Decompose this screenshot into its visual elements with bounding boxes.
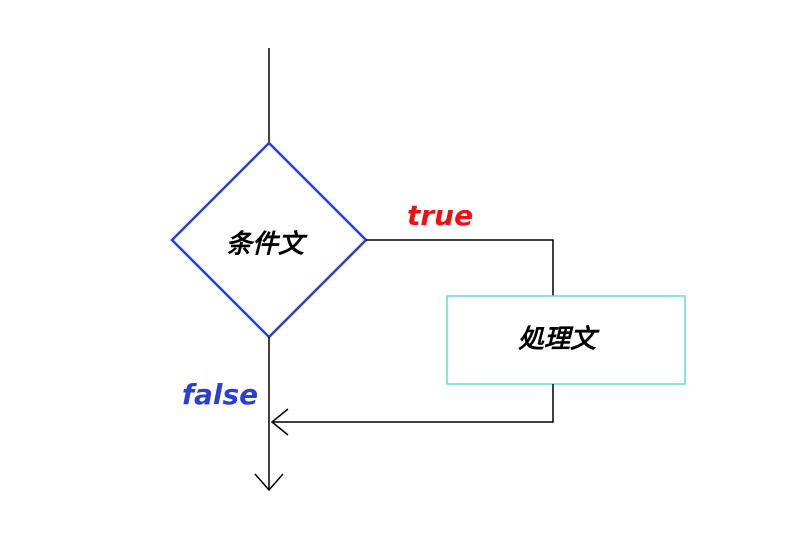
return-line (272, 384, 554, 423)
false-label: false (182, 378, 258, 411)
process-text: 処理文 (518, 325, 600, 355)
exit-arrowhead (254, 473, 284, 492)
process-box[interactable] (446, 295, 686, 385)
true-label: true (407, 199, 473, 232)
return-arrowhead (270, 408, 289, 436)
condition-text: 条件文 (226, 230, 308, 260)
true-branch-line (366, 239, 554, 296)
